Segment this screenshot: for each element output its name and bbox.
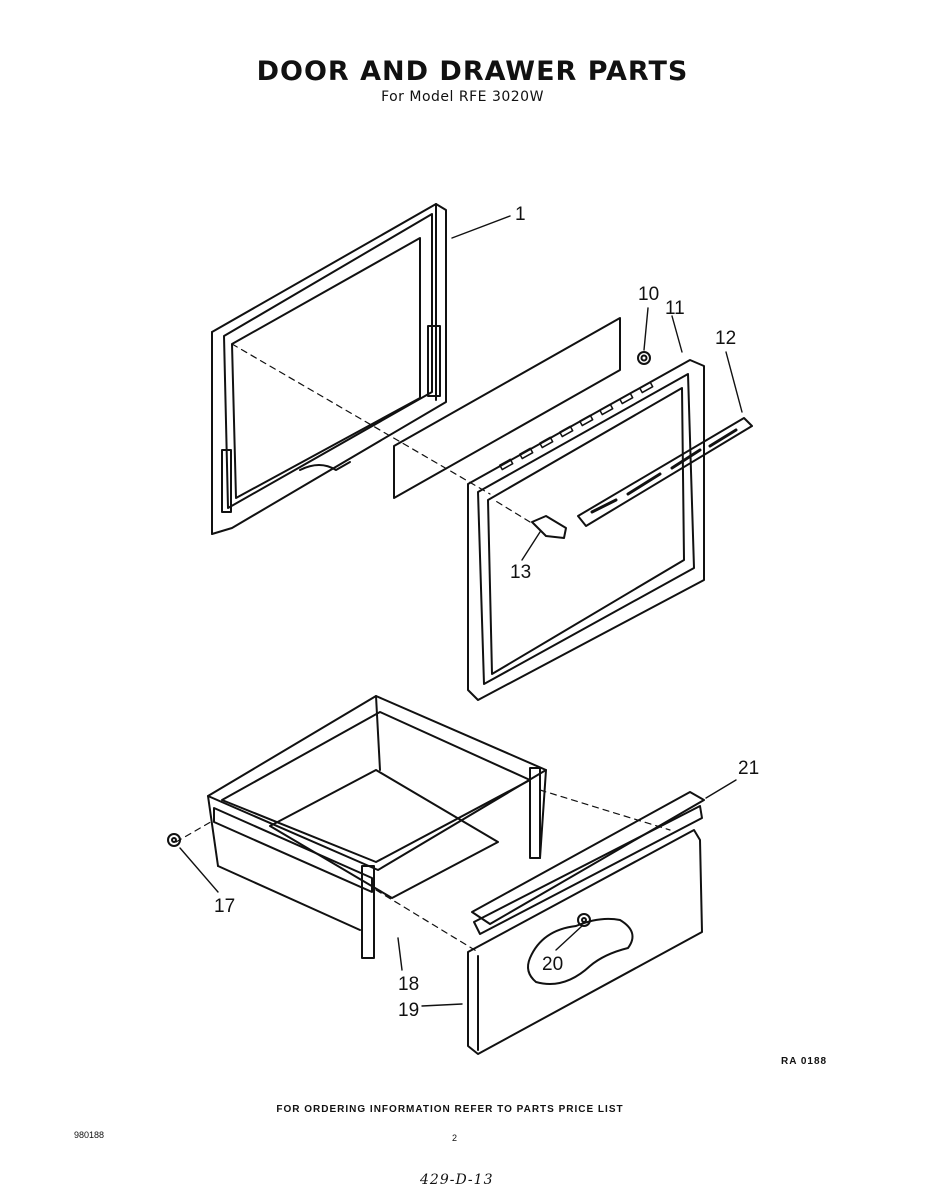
handwritten-note: 429-D-13 [420, 1172, 494, 1188]
drawing-reference: RA 0188 [781, 1056, 828, 1067]
screw-part-10 [637, 351, 651, 365]
callout-21: 21 [738, 758, 759, 779]
document-number: 980188 [74, 1130, 105, 1140]
callout-10: 10 [638, 284, 659, 305]
door-glass [393, 317, 621, 499]
drawer-front-panel [467, 829, 703, 1055]
ordering-note: FOR ORDERING INFORMATION REFER TO PARTS … [276, 1104, 624, 1115]
door-handle [577, 417, 753, 527]
callout-1: 1 [515, 204, 526, 225]
drawer-fastener [577, 913, 591, 927]
model-subtitle: For Model RFE 3020W [381, 89, 544, 105]
callout-11: 11 [665, 298, 685, 319]
callout-19: 19 [398, 1000, 419, 1021]
drawer-glide [167, 833, 181, 847]
page-number: 2 [452, 1133, 458, 1143]
handle-end-cap [531, 515, 567, 539]
callout-20: 20 [542, 954, 563, 975]
callout-13: 13 [510, 562, 531, 583]
drawer-top-trim [471, 791, 705, 935]
outer-door-frame [211, 203, 447, 535]
callout-18: 18 [398, 974, 419, 995]
drawer-body [207, 695, 547, 959]
page-title: DOOR AND DRAWER PARTS [256, 56, 689, 87]
callout-17: 17 [214, 896, 235, 917]
inner-door-panel [467, 359, 705, 701]
callout-12: 12 [715, 328, 736, 349]
